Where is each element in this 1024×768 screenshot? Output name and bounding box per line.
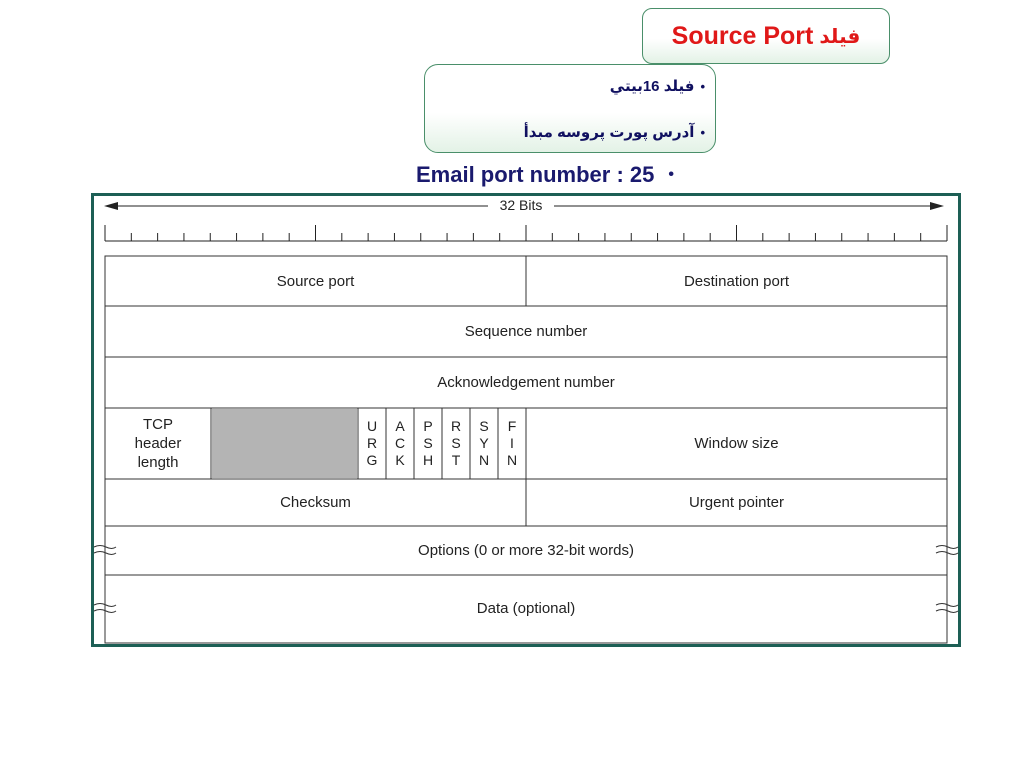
bullet-box: • فيلد 16بيتي • آدرس پورت پروسه مبدأ xyxy=(424,64,716,153)
tcp-header-length-line: TCP xyxy=(143,416,173,433)
flag-letter: T xyxy=(451,452,461,468)
tcp-header-length-line: length xyxy=(137,454,179,471)
bullet-dot: • xyxy=(700,124,705,140)
flag-letter: N xyxy=(478,452,490,468)
destination-port-field: Destination port xyxy=(683,272,790,290)
flag-letter: I xyxy=(510,435,514,451)
bits-label: 32 Bits xyxy=(488,197,554,213)
flag-letter: P xyxy=(423,418,433,434)
flag-letter: S xyxy=(479,418,489,434)
flag-ack: A C K xyxy=(386,408,414,479)
reserved-bits-area xyxy=(212,409,357,478)
flag-rst: R S T xyxy=(442,408,470,479)
bits-arrow-left-head xyxy=(104,202,118,210)
flag-letter: G xyxy=(366,452,378,468)
ack-number-field: Acknowledgement number xyxy=(437,374,615,391)
bullet-dot: • xyxy=(700,78,705,94)
flag-urg: U R G xyxy=(358,408,386,479)
bullet-text-field-16bit: فيلد 16بيتي xyxy=(609,78,695,95)
flag-letter: S xyxy=(423,435,433,451)
urgent-pointer-field: Urgent pointer xyxy=(688,494,785,511)
flag-letter: U xyxy=(366,418,378,434)
bits-arrow-right-head xyxy=(930,202,944,210)
flag-letter: H xyxy=(422,452,434,468)
flag-letter: N xyxy=(506,452,518,468)
flag-letter: R xyxy=(450,418,462,434)
break-marks xyxy=(93,545,959,613)
flag-letter: K xyxy=(395,452,405,468)
flag-psh: P S H xyxy=(414,408,442,479)
bullet-item: • آدرس پورت پروسه مبدأ xyxy=(425,121,705,143)
flag-letter: Y xyxy=(479,435,489,451)
title-box: فيلد Source Port xyxy=(642,8,890,64)
bullet-dot: • xyxy=(668,166,674,183)
options-field: Options (0 or more 32-bit words) xyxy=(418,542,634,559)
tcp-header-length-field: TCP header length xyxy=(105,408,211,479)
tcp-header-length-line: header xyxy=(134,435,182,452)
bit-ruler-ticks xyxy=(104,225,948,241)
flag-letter: A xyxy=(395,418,405,434)
flag-letter: R xyxy=(366,435,378,451)
header-table-lines xyxy=(104,255,948,644)
flag-letter: S xyxy=(451,435,461,451)
source-port-field: Source port xyxy=(276,272,355,290)
flag-fin: F I N xyxy=(498,408,526,479)
title-arabic: فيلد xyxy=(819,25,861,48)
sequence-number-field: Sequence number xyxy=(464,323,588,340)
window-size-field: Window size xyxy=(694,435,779,452)
flag-syn: S Y N xyxy=(470,408,498,479)
email-port-text: Email port number : 25 xyxy=(416,162,655,187)
flag-letter: F xyxy=(507,418,517,434)
flag-letter: C xyxy=(394,435,406,451)
bullet-item: • فيلد 16بيتي xyxy=(425,75,705,97)
title-source-port: Source Port xyxy=(671,21,814,50)
email-port-line: Email port number : 25 • xyxy=(416,160,674,190)
bullet-text-source-process-port: آدرس پورت پروسه مبدأ xyxy=(523,124,695,141)
data-field: Data (optional) xyxy=(476,599,576,617)
checksum-field: Checksum xyxy=(280,494,351,511)
